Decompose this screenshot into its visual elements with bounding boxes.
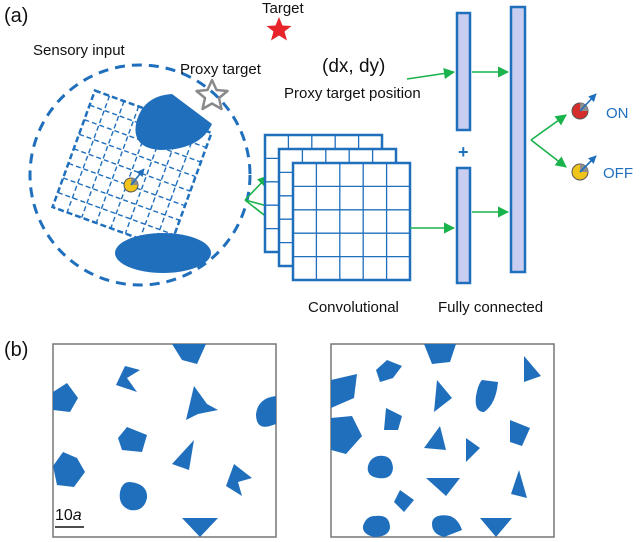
obstacle-shape	[426, 478, 460, 496]
obstacle-shape	[510, 420, 530, 446]
sensory-input-label: Sensory input	[33, 42, 126, 59]
panel-b-label: (b)	[4, 339, 28, 361]
obstacle-shape	[115, 233, 211, 273]
environment-box-right	[330, 343, 555, 538]
obstacle-shape	[394, 490, 414, 512]
scale-bar: 10a	[55, 507, 84, 528]
obstacle-shape	[432, 515, 462, 537]
obstacle-shape	[480, 518, 512, 537]
off-label: OFF	[603, 165, 633, 182]
conv-layer-front	[291, 161, 412, 282]
obstacle-shape	[331, 374, 357, 408]
obstacle-shape	[172, 344, 206, 364]
sensory-input-circle	[28, 63, 252, 287]
off-ball-icon	[571, 155, 597, 181]
obstacle-shape	[256, 396, 276, 427]
proxy-position-label: Proxy target position	[284, 85, 421, 102]
fc-bar-output	[509, 5, 527, 274]
fc-bar-top	[455, 11, 472, 132]
obstacle-shape	[362, 515, 390, 537]
network-arrows	[406, 66, 567, 234]
obstacle-shape	[511, 470, 527, 498]
obstacle-shape	[119, 482, 148, 511]
environment-box-left	[52, 343, 277, 538]
obstacle-shape	[182, 518, 218, 537]
proxy-star-icon	[195, 78, 229, 111]
on-ball-icon	[571, 93, 597, 120]
obstacle-shape	[135, 94, 212, 150]
obstacle-shape	[376, 360, 402, 382]
on-label: ON	[606, 105, 629, 122]
convolutional-label: Convolutional	[308, 299, 399, 316]
plus-label: +	[458, 142, 469, 162]
obstacle-shape	[424, 344, 456, 364]
scale-label: 10a	[55, 507, 82, 524]
agent-ball-icon	[123, 168, 145, 193]
obstacle-shape	[186, 386, 218, 420]
obstacle-shape	[524, 356, 541, 382]
obstacle-shape	[226, 464, 252, 496]
dxdy-label: (dx, dy)	[322, 56, 385, 77]
obstacle-shape	[53, 452, 85, 487]
obstacle-shape	[331, 416, 362, 454]
obstacle-shape	[424, 426, 446, 450]
obstacle-shape	[172, 440, 194, 470]
panel-a-label: (a)	[4, 5, 28, 27]
obstacle-shape	[116, 366, 140, 392]
obstacle-shape	[118, 427, 147, 452]
fully-connected-label: Fully connected	[438, 299, 543, 316]
obstacle-shape	[466, 438, 480, 462]
target-label: Target	[262, 0, 305, 17]
obstacle-shape	[384, 408, 402, 430]
obstacle-shape	[434, 380, 452, 412]
red-star-icon	[266, 17, 292, 41]
obstacle-shape	[475, 380, 498, 412]
obstacle-shape	[53, 383, 78, 412]
proxy-target-label: Proxy target	[180, 61, 262, 78]
obstacle-shape	[367, 455, 393, 479]
fc-bar-bottom	[455, 166, 472, 285]
